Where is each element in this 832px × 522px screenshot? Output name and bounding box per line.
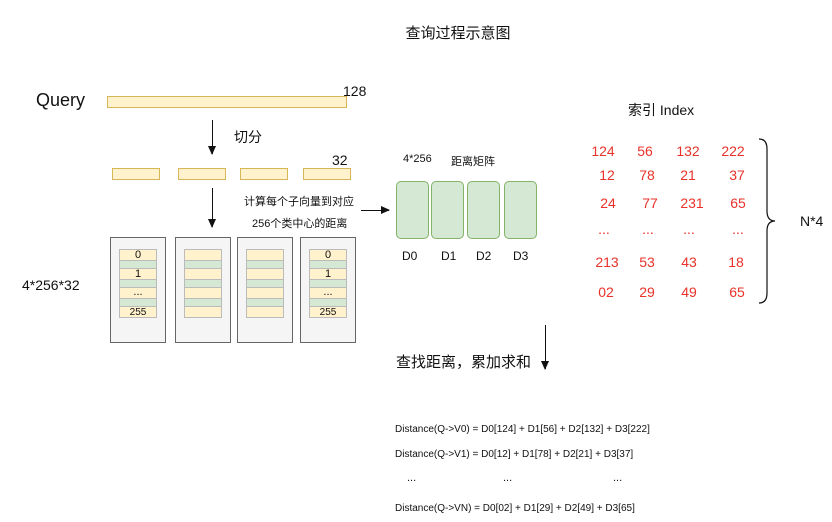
formula-v0: Distance(Q->V0) = D0[124] + D1[56] + D2[… (395, 424, 650, 435)
index-cell: ... (598, 221, 610, 237)
index-cell: 222 (721, 143, 745, 159)
split-arrow (208, 120, 216, 155)
codebook-row: 255 (119, 306, 157, 318)
compute-text-line1: 计算每个子向量到对应 (244, 196, 354, 208)
index-brace (758, 138, 776, 304)
index-cell: 77 (642, 195, 658, 211)
formula-ellipsis-2: ... (503, 472, 513, 484)
index-cell: 78 (639, 167, 655, 183)
index-cell: 24 (600, 195, 616, 211)
codebook-row: 255 (309, 306, 347, 318)
formula-ellipsis-1: ... (407, 472, 417, 484)
index-cell: 29 (639, 284, 655, 300)
formula-v1: Distance(Q->V1) = D0[12] + D1[78] + D2[2… (395, 449, 634, 460)
sub-vector-2 (178, 168, 226, 180)
index-cell: 21 (680, 167, 696, 183)
index-cell: ... (642, 221, 654, 237)
codebook-0: 0 1 ... 255 (110, 237, 166, 343)
index-cell: 56 (637, 143, 653, 159)
index-cell: 65 (729, 284, 745, 300)
index-size: N*4 (800, 213, 824, 229)
distance-label-d0: D0 (402, 249, 418, 263)
index-title: 索引 Index (628, 102, 695, 118)
index-cell: 213 (595, 254, 619, 270)
codebook-shape: 4*256*32 (22, 277, 80, 293)
codebook-1 (175, 237, 231, 343)
index-cell: 12 (599, 167, 615, 183)
lookup-arrow (541, 325, 549, 370)
codebook-row: 1 (119, 268, 157, 280)
split-label: 切分 (234, 129, 262, 145)
compute-text-line2: 256个类中心的距离 (252, 218, 348, 230)
query-vector (107, 96, 347, 108)
index-cell: 02 (598, 284, 614, 300)
compute-arrow (361, 206, 390, 214)
index-cell: 231 (680, 195, 704, 211)
query-dim: 128 (343, 83, 367, 99)
codebook-row: 0 (309, 249, 347, 261)
distance-matrix-shape: 4*256 (403, 153, 432, 165)
diagram-title: 查询过程示意图 (405, 25, 511, 42)
sub-vector-dim: 32 (332, 152, 348, 168)
distance-column-3 (504, 181, 537, 239)
distance-label-d2: D2 (476, 249, 492, 263)
index-cell: 53 (639, 254, 655, 270)
formula-ellipsis-3: ... (613, 472, 623, 484)
codebook-row: 0 (119, 249, 157, 261)
index-cell: 43 (681, 254, 697, 270)
index-cell: 49 (681, 284, 697, 300)
index-cell: 132 (676, 143, 700, 159)
distance-label-d1: D1 (441, 249, 457, 263)
index-cell: 18 (728, 254, 744, 270)
index-cell: 124 (591, 143, 615, 159)
distance-column-2 (467, 181, 500, 239)
sub-vector-3 (240, 168, 288, 180)
distance-matrix-label: 距离矩阵 (451, 156, 495, 168)
index-cell: ... (683, 221, 695, 237)
query-label: Query (36, 90, 86, 110)
index-cell: ... (732, 221, 744, 237)
codebook-row: 1 (309, 268, 347, 280)
distance-column-1 (431, 181, 464, 239)
codebook-2 (237, 237, 293, 343)
index-cell: 37 (729, 167, 745, 183)
formula-vn: Distance(Q->VN) = D0[02] + D1[29] + D2[4… (395, 503, 635, 514)
sub-vector-4 (303, 168, 351, 180)
index-cell: 65 (730, 195, 746, 211)
codebook-3: 0 1 ... 255 (300, 237, 356, 343)
distance-label-d3: D3 (513, 249, 529, 263)
distance-column-0 (396, 181, 429, 239)
lookup-label: 查找距离，累加求和 (396, 354, 532, 371)
codebook-arrow (208, 188, 216, 228)
sub-vector-1 (112, 168, 160, 180)
